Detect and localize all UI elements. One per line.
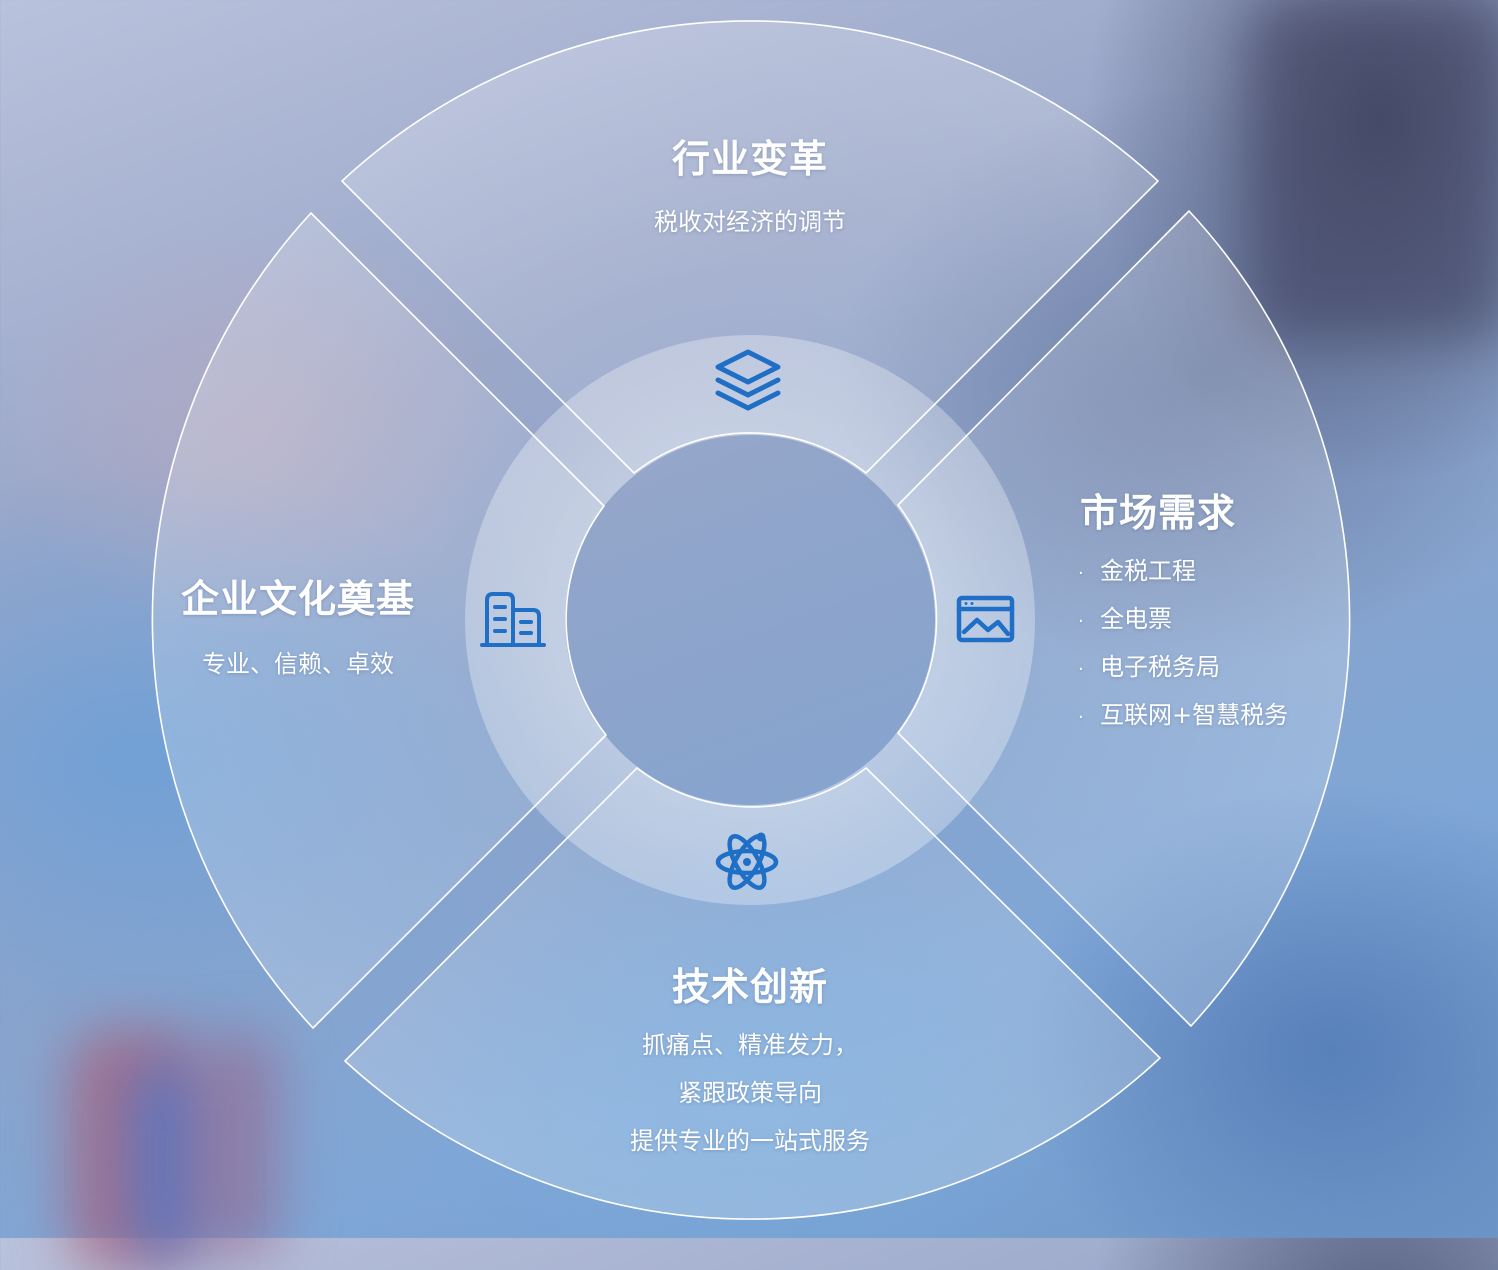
bullet-marker: · — [1078, 611, 1084, 632]
building-icon — [480, 592, 546, 647]
background-blur-shape — [1250, 0, 1498, 340]
quadrant-bottom-title: 技术创新 — [671, 965, 829, 1009]
layers-icon — [715, 349, 781, 411]
bullet-text: 全电票 — [1100, 605, 1172, 633]
quadrant-top-title: 行业变革 — [671, 137, 829, 181]
bullet-item: · 金税工程 — [1078, 556, 1288, 604]
quadrant-right-bullet-list: · 金税工程 · 全电票 · 电子税务局 · 互联网+智慧税务 — [1078, 556, 1288, 748]
image-frame-icon — [956, 595, 1015, 643]
quadrant-left-title: 企业文化奠基 — [180, 577, 416, 621]
quadrant-right-title: 市场需求 — [1080, 491, 1237, 535]
bullet-marker: · — [1078, 707, 1084, 728]
quadrant-top-sector — [341, 20, 1159, 474]
bullet-item: · 电子税务局 — [1078, 652, 1288, 700]
description-line: 抓痛点、精准发力， — [642, 1031, 858, 1059]
bullet-item: · 全电票 — [1078, 604, 1288, 652]
description-line: 紧跟政策导向 — [678, 1079, 822, 1107]
background-blur-shape — [130, 1060, 200, 1260]
bullet-text: 电子税务局 — [1100, 653, 1220, 681]
bullet-text: 互联网+智慧税务 — [1100, 701, 1289, 729]
bullet-item: · 互联网+智慧税务 — [1078, 700, 1288, 748]
bullet-marker: · — [1078, 659, 1084, 680]
cycle-diagram — [151, 20, 1351, 1220]
quadrant-left-sector — [151, 212, 607, 1029]
quadrant-bottom-description: 抓痛点、精准发力， 紧跟政策导向 提供专业的一站式服务 — [630, 1030, 870, 1174]
bullet-text: 金税工程 — [1100, 557, 1196, 585]
description-line: 提供专业的一站式服务 — [630, 1127, 870, 1155]
inner-ring — [465, 335, 1035, 905]
atom-icon — [715, 832, 779, 890]
quadrant-bottom-sector — [344, 767, 1161, 1220]
quadrant-left-subtitle: 专业、信赖、卓效 — [202, 650, 394, 678]
background-blur-shape — [200, 1030, 280, 1260]
quadrant-right-sector — [897, 210, 1351, 1027]
bullet-marker: · — [1078, 563, 1084, 584]
quadrant-top-subtitle: 税收对经济的调节 — [654, 208, 846, 236]
